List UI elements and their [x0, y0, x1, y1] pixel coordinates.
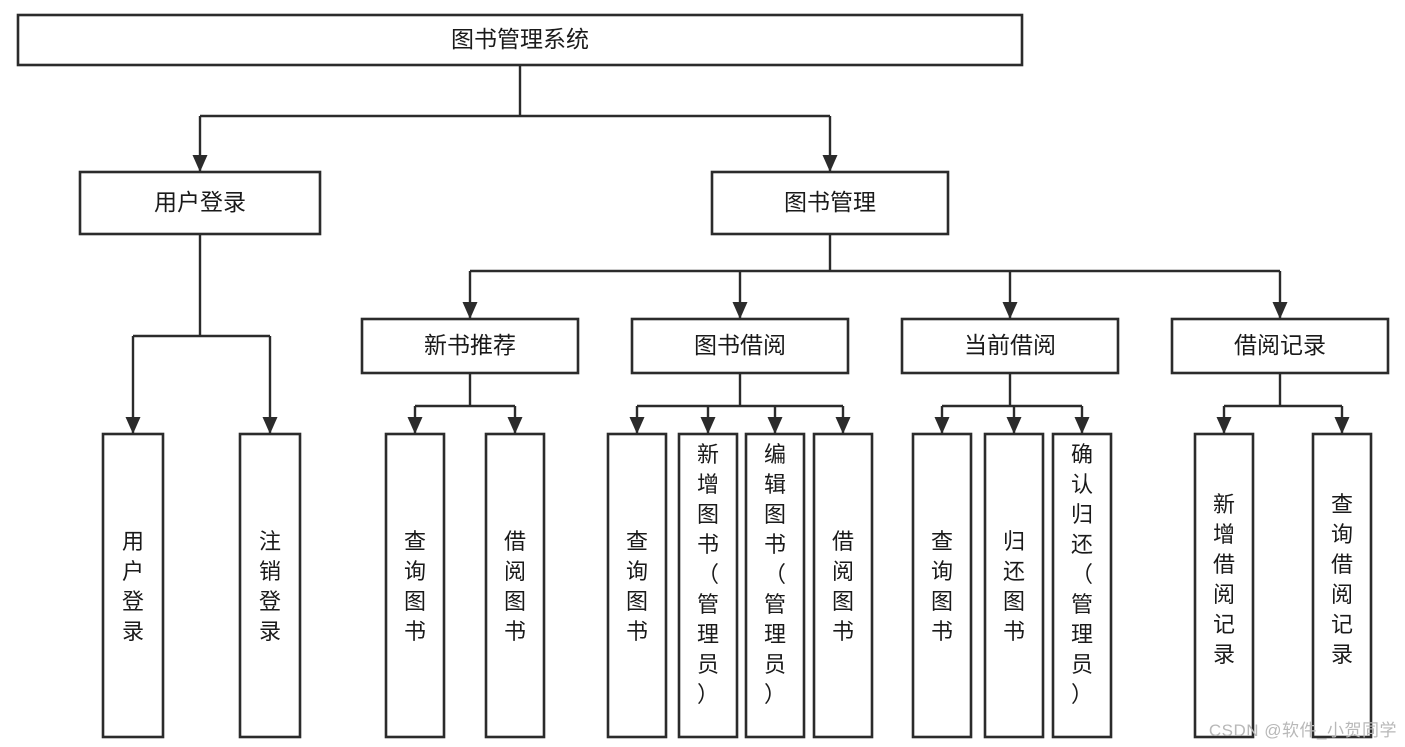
node-box-root[interactable]: [16, 13, 1024, 67]
arrow-head-icon: [1272, 302, 1288, 319]
node-new-book-rec[interactable]: 新书推荐: [360, 317, 580, 375]
arrow-head-icon: [262, 417, 278, 434]
node-label-root: 图书管理系统: [451, 26, 589, 52]
arrow-head-icon: [407, 417, 423, 434]
connector-group-user-login-to-leaves: [125, 234, 278, 434]
node-label-bb-add-book: 新增图书（管理员）: [697, 442, 719, 707]
node-box-book-manage[interactable]: [710, 170, 950, 236]
node-label-new-book-rec: 新书推荐: [424, 332, 516, 358]
node-nbr-query-book[interactable]: 查询图书: [384, 432, 446, 739]
arrow-head-icon: [700, 417, 716, 434]
node-label-nbr-borrow-book: 借阅图书: [504, 529, 526, 644]
arrow-head-icon: [1002, 302, 1018, 319]
connector-group-nbr-to-leaves: [407, 373, 523, 434]
node-box-br-query-record[interactable]: [1311, 432, 1373, 739]
node-cb-query-book[interactable]: 查询图书: [911, 432, 973, 739]
arrow-head-icon: [125, 417, 141, 434]
node-box-book-borrow[interactable]: [630, 317, 850, 375]
node-label-book-manage: 图书管理: [784, 189, 876, 215]
node-box-br-add-record[interactable]: [1193, 432, 1255, 739]
node-label-current-borrow: 当前借阅: [964, 332, 1056, 358]
connector-group-book-manage-to-level3: [462, 234, 1288, 319]
node-label-bb-query-book: 查询图书: [626, 529, 648, 644]
node-bb-query-book[interactable]: 查询图书: [606, 432, 668, 739]
node-box-bb-edit-book[interactable]: [744, 432, 806, 739]
arrow-head-icon: [822, 155, 838, 172]
node-label-book-borrow: 图书借阅: [694, 332, 786, 358]
node-borrow-record[interactable]: 借阅记录: [1170, 317, 1390, 375]
arrow-head-icon: [835, 417, 851, 434]
node-box-cb-confirm-return[interactable]: [1051, 432, 1113, 739]
node-box-borrow-record[interactable]: [1170, 317, 1390, 375]
node-book-borrow[interactable]: 图书借阅: [630, 317, 850, 375]
node-box-bb-query-book[interactable]: [606, 432, 668, 739]
node-br-add-record[interactable]: 新增借阅记录: [1193, 432, 1255, 739]
connector-group-root-to-level2: [192, 65, 838, 172]
node-bb-borrow-book[interactable]: 借阅图书: [812, 432, 874, 739]
connector-group-cb-to-leaves: [934, 373, 1090, 434]
node-nbr-borrow-book[interactable]: 借阅图书: [484, 432, 546, 739]
node-cb-return-book[interactable]: 归还图书: [983, 432, 1045, 739]
node-user-logout-leaf[interactable]: 注销登录: [238, 432, 302, 739]
node-label-br-add-record: 新增借阅记录: [1213, 492, 1235, 667]
node-box-cb-return-book[interactable]: [983, 432, 1045, 739]
node-root[interactable]: 图书管理系统: [16, 13, 1024, 67]
node-box-cb-query-book[interactable]: [911, 432, 973, 739]
arrow-head-icon: [934, 417, 950, 434]
node-current-borrow[interactable]: 当前借阅: [900, 317, 1120, 375]
connector-group-bb-to-leaves: [629, 373, 851, 434]
node-box-user-login-leaf[interactable]: [101, 432, 165, 739]
node-box-user-logout-leaf[interactable]: [238, 432, 302, 739]
node-label-user-login-leaf: 用户登录: [122, 529, 144, 644]
node-box-bb-borrow-book[interactable]: [812, 432, 874, 739]
node-label-borrow-record: 借阅记录: [1234, 332, 1326, 358]
node-bb-edit-book[interactable]: 编辑图书（管理员）: [744, 432, 806, 739]
node-box-current-borrow[interactable]: [900, 317, 1120, 375]
csdn-watermark: CSDN @软件_小贺同学: [1208, 721, 1397, 740]
arrow-head-icon: [1006, 417, 1022, 434]
node-box-nbr-query-book[interactable]: [384, 432, 446, 739]
node-bb-add-book[interactable]: 新增图书（管理员）: [677, 432, 739, 739]
node-label-br-query-record: 查询借阅记录: [1331, 492, 1353, 667]
node-user-login[interactable]: 用户登录: [78, 170, 322, 236]
connector-layer: [125, 65, 1350, 434]
node-br-query-record[interactable]: 查询借阅记录: [1311, 432, 1373, 739]
arrow-head-icon: [192, 155, 208, 172]
node-layer: 图书管理系统用户登录图书管理新书推荐图书借阅当前借阅借阅记录用户登录注销登录查询…: [16, 13, 1390, 739]
node-box-nbr-borrow-book[interactable]: [484, 432, 546, 739]
arrow-head-icon: [462, 302, 478, 319]
arrow-head-icon: [1216, 417, 1232, 434]
arrow-head-icon: [767, 417, 783, 434]
node-box-new-book-rec[interactable]: [360, 317, 580, 375]
node-cb-confirm-return[interactable]: 确认归还（管理员）: [1051, 432, 1113, 739]
node-label-bb-borrow-book: 借阅图书: [832, 529, 854, 644]
node-label-user-logout-leaf: 注销登录: [259, 529, 281, 644]
arrow-head-icon: [1074, 417, 1090, 434]
node-label-cb-query-book: 查询图书: [931, 529, 953, 644]
node-box-bb-add-book[interactable]: [677, 432, 739, 739]
connector-group-br-to-leaves: [1216, 373, 1350, 434]
node-label-cb-confirm-return: 确认归还（管理员）: [1071, 442, 1093, 707]
node-label-user-login: 用户登录: [154, 189, 246, 215]
node-label-nbr-query-book: 查询图书: [404, 529, 426, 644]
node-label-cb-return-book: 归还图书: [1003, 529, 1025, 644]
arrow-head-icon: [507, 417, 523, 434]
arrow-head-icon: [1334, 417, 1350, 434]
arrow-head-icon: [732, 302, 748, 319]
arrow-head-icon: [629, 417, 645, 434]
node-box-user-login[interactable]: [78, 170, 322, 236]
node-book-manage[interactable]: 图书管理: [710, 170, 950, 236]
node-label-bb-edit-book: 编辑图书（管理员）: [764, 442, 786, 707]
node-user-login-leaf[interactable]: 用户登录: [101, 432, 165, 739]
